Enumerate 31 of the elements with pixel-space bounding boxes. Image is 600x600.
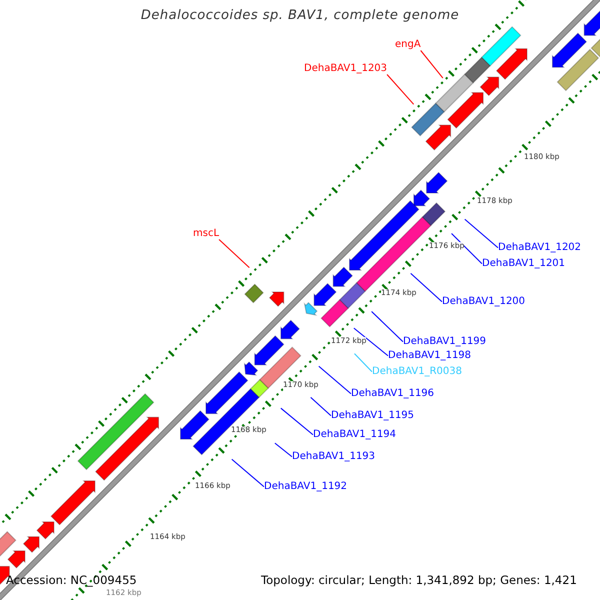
gene-label: mscL (193, 228, 220, 240)
gene-label: DehaBAV1_1195 (331, 410, 414, 422)
accession-text: Accession: NC_009455 (5, 574, 138, 588)
leader-line (420, 50, 444, 79)
leader-line (451, 233, 482, 264)
leader-line (280, 408, 314, 436)
leader-line (274, 442, 292, 458)
gene-label: DehaBAV1_1202 (498, 242, 582, 254)
leader-line (354, 353, 372, 372)
leader-line (386, 74, 414, 105)
leader-line (410, 272, 442, 302)
gene-label: DehaBAV1_1201 (482, 258, 566, 270)
genome-stats-text: Topology: circular; Length: 1,341,892 bp; Genes: 1,421 (260, 574, 578, 588)
gene-label: DehaBAV1_1196 (351, 388, 434, 400)
gene-label: DehaBAV1_1193 (292, 451, 376, 462)
leader-line (318, 366, 352, 394)
leader-line (371, 310, 404, 342)
gene-label: DehaBAV1_1203 (304, 63, 388, 74)
gene-label: DehaBAV1_1198 (388, 350, 472, 362)
gene-label: engA (395, 39, 421, 50)
leader-line (218, 239, 250, 268)
gene-label: DehaBAV1_1194 (313, 429, 396, 440)
gene-label: DehaBAV1_1200 (442, 296, 526, 308)
gene-label: DehaBAV1_1199 (403, 336, 486, 348)
gene-label: DehaBAV1_1192 (264, 481, 348, 492)
leader-line (353, 328, 388, 356)
leader-line (231, 458, 264, 488)
leader-line (464, 218, 498, 248)
leader-line (310, 396, 332, 416)
title: Dehalococcoides sp. BAV1, complete genome (140, 9, 460, 24)
gene-label: DehaBAV1_R0038 (372, 366, 462, 378)
